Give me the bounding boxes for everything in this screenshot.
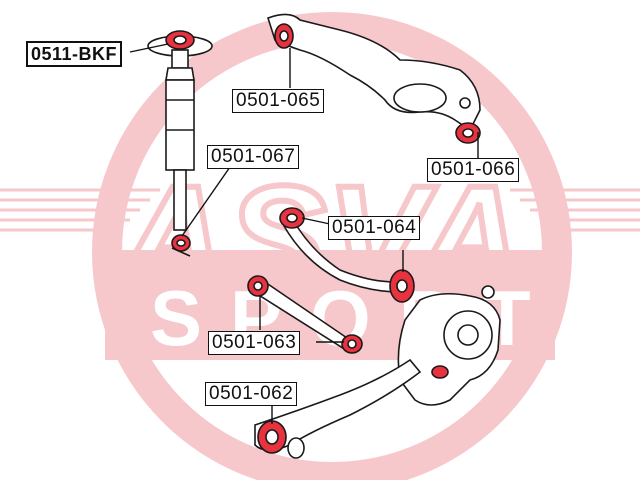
callout-0501-063: 0501-063 [208, 331, 301, 355]
knuckle-hub [397, 285, 501, 406]
lateral-link-lower [247, 275, 363, 354]
trailing-arm [254, 358, 422, 459]
lateral-link-upper [279, 207, 415, 303]
callout-0501-066: 0501-066 [427, 158, 520, 182]
callout-0501-065: 0501-065 [232, 89, 325, 113]
callout-0501-064: 0501-064 [328, 216, 421, 240]
leader-lines [129, 43, 479, 424]
callout-0501-062: 0501-062 [205, 382, 298, 406]
upper-control-arm [267, 13, 481, 144]
callout-0501-067: 0501-067 [207, 145, 300, 169]
shock-absorber [147, 30, 213, 257]
callout-0511-bkf: 0511-BKF [26, 41, 123, 67]
